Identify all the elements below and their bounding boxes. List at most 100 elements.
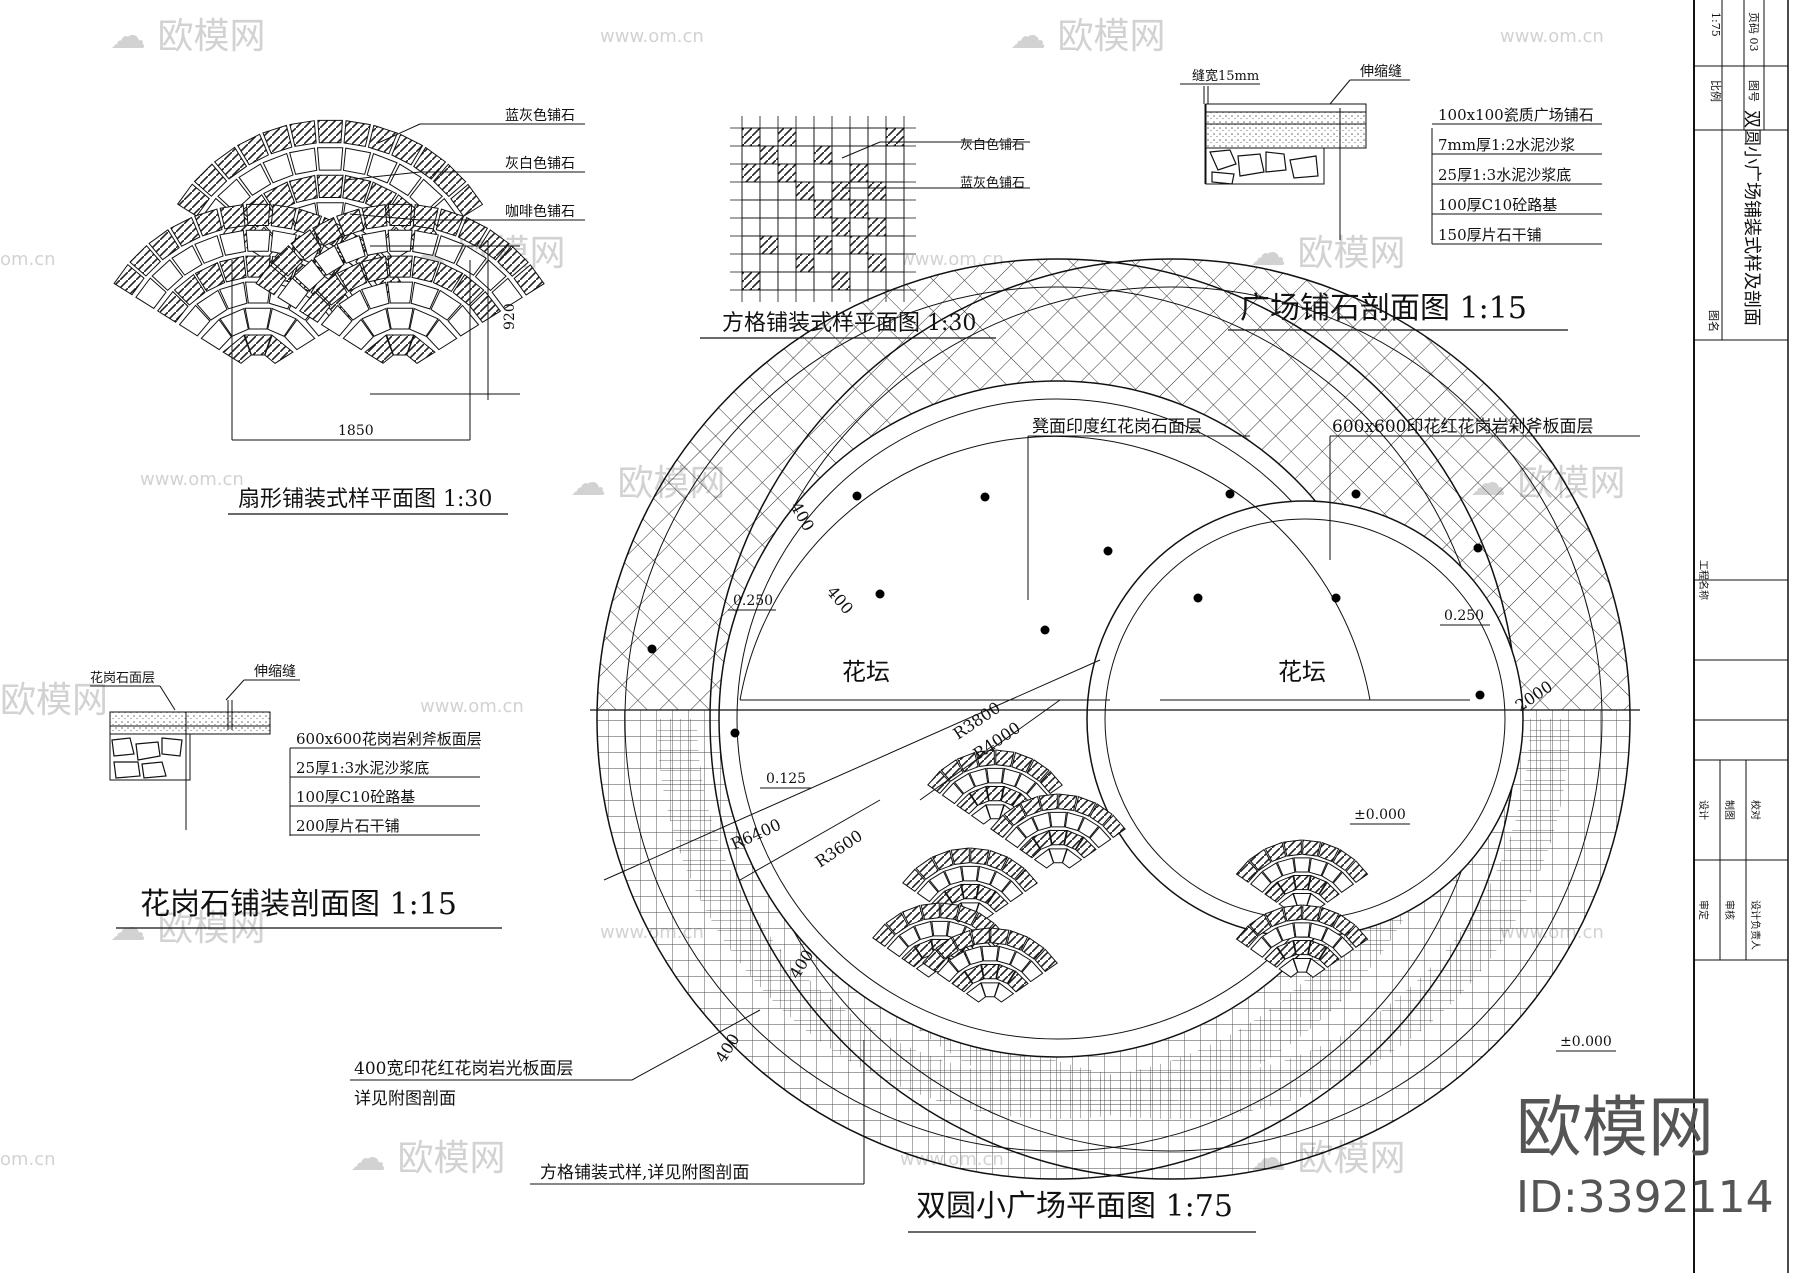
grid-paving-note: 方格铺装式样,详见附图剖面	[540, 1163, 749, 1183]
grid-tile	[777, 181, 797, 201]
grid-tile	[777, 199, 797, 219]
elevation-inner-right: ±0.000	[1354, 807, 1406, 823]
grid-tile	[741, 253, 761, 273]
grid-tile	[885, 235, 905, 255]
grid-tile	[885, 217, 905, 237]
strip-face-note: 详见附图剖面	[354, 1089, 456, 1109]
tb-sheet-label: 图号	[1747, 80, 1760, 102]
bench-face-label: 凳面印度红花岗石面层	[1032, 417, 1202, 437]
bollard-dot	[1193, 593, 1203, 603]
grid-tile	[831, 253, 851, 273]
strip-face-label: 400宽印花红花岗岩光板面层	[354, 1059, 573, 1079]
flower-bed-left-label: 花坛	[842, 658, 890, 686]
fan-label-grey-white: 灰白色铺石	[505, 155, 575, 172]
grid-tile	[777, 145, 797, 165]
granite-layer-2: 100厚C10砼路基	[296, 788, 415, 806]
grid-tile	[831, 163, 851, 183]
grid-tile	[741, 181, 761, 201]
grid-tile	[741, 217, 761, 237]
tb-lead-designer: 设计负责人	[1749, 900, 1762, 950]
grid-tile	[867, 163, 887, 183]
plaza-section-rubble-layer	[1205, 147, 1325, 185]
right-outer-circle	[709, 258, 1631, 1180]
grid-tile	[795, 181, 815, 201]
tb-approver: 审定	[1697, 900, 1710, 920]
bollard-dot	[730, 728, 740, 738]
bollard-dot	[1475, 690, 1485, 700]
fan-dim-height: 920	[502, 303, 518, 330]
grid-tile	[867, 145, 887, 165]
grid-tile	[813, 199, 833, 219]
grid-tile	[741, 235, 761, 255]
grid-tile	[759, 271, 779, 291]
fan-dim-width: 1850	[338, 423, 374, 439]
plaza-layer-0: 100x100瓷质广场铺石	[1438, 106, 1594, 124]
fan-stone-arcs	[113, 119, 545, 364]
grid-tile	[867, 235, 887, 255]
tb-drafter: 制图	[1723, 800, 1736, 820]
bollard-dot	[1331, 593, 1341, 603]
grid-tile	[795, 127, 815, 147]
grid-tile	[813, 217, 833, 237]
grid-tile	[759, 199, 779, 219]
grid-tile	[813, 271, 833, 291]
plaza-section-concrete-layer	[1205, 123, 1367, 149]
granite-section-mortar-layer	[109, 725, 271, 735]
grid-tile	[813, 253, 833, 273]
grid-tile	[813, 163, 833, 183]
grid-tile	[885, 199, 905, 219]
grid-tile	[849, 235, 869, 255]
grid-tile	[885, 181, 905, 201]
fan-plan-title: 扇形铺装式样平面图 1:30	[238, 487, 492, 512]
twin-circle-plaza-plan: 花坛 花坛 0.250 0.250 0.125 ±0.000 ±0.000 R3…	[350, 258, 1640, 1233]
watermark-brand: 欧模网	[1516, 1089, 1714, 1166]
granite-paving-section: 花岗石面层 伸缩缝 600x600花岗岩剁斧板面层25厚1:3水泥沙浆底100厚…	[90, 664, 502, 929]
grid-label-grey-white: 灰白色铺石	[960, 137, 1025, 153]
plaza-section-mortar-layer	[1205, 111, 1367, 125]
granite-layer-0: 600x600花岗岩剁斧板面层	[296, 730, 482, 748]
grid-tile	[849, 217, 869, 237]
bollard-dot	[1351, 489, 1361, 499]
grid-tile	[795, 217, 815, 237]
grid-tile	[813, 235, 833, 255]
tb-designer: 设计	[1697, 800, 1710, 820]
plan-fan-right-top	[1235, 839, 1369, 913]
plaza-paving-section: 缝宽15mm 伸缩缝 100x100瓷质广场铺石7mm厚1:2水泥沙浆25厚1:…	[1180, 64, 1602, 331]
grid-tile	[885, 253, 905, 273]
planter-fan-motifs	[872, 749, 1369, 1003]
svg-text:www.om.cn: www.om.cn	[900, 249, 1004, 270]
grid-tile	[831, 217, 851, 237]
grid-tile	[867, 217, 887, 237]
grid-tile	[831, 181, 851, 201]
granite-section-face-layer	[109, 711, 271, 727]
plan-fan-right-bottom	[1235, 904, 1369, 978]
grid-tile	[885, 163, 905, 183]
elevation-right-ring: 0.250	[1444, 608, 1484, 624]
grid-tile	[777, 127, 797, 147]
tb-project-name: 工程名称	[1697, 560, 1710, 600]
fan-label-blue-grey: 蓝灰色铺石	[505, 107, 575, 124]
watermark-id: ID:3392114	[1516, 1172, 1774, 1223]
plaza-layer-1: 7mm厚1:2水泥沙浆	[1438, 136, 1575, 154]
grid-tile	[741, 127, 761, 147]
plaza-section-layer-labels: 100x100瓷质广场铺石7mm厚1:2水泥沙浆25厚1:3水泥沙浆底100厚C…	[1431, 106, 1602, 245]
grid-tile	[741, 199, 761, 219]
grid-tile	[795, 253, 815, 273]
grid-tile	[795, 235, 815, 255]
granite-face-label: 600x600印花红花岗岩剁斧板面层	[1332, 417, 1593, 437]
grid-tile	[813, 127, 833, 147]
title-block: 比例 1:75 图号 页码 03 图名 双圆小广场铺装式样及剖面 工程名称 设计…	[1693, 0, 1789, 1273]
tb-drawing-name: 双圆小广场铺装式样及剖面	[1741, 110, 1762, 326]
svg-text:om.cn: om.cn	[0, 1149, 56, 1170]
bollard-dot	[875, 589, 885, 599]
granite-section-joint-label: 伸缩缝	[254, 664, 296, 680]
bollard-dots	[647, 489, 1485, 738]
grid-tile	[741, 271, 761, 291]
grid-tile	[759, 145, 779, 165]
grid-label-blue-grey: 蓝灰色铺石	[960, 175, 1025, 191]
grid-tile	[885, 145, 905, 165]
grid-tile	[831, 127, 851, 147]
grid-tile	[777, 217, 797, 237]
grid-paving-plan: 灰白色铺石 蓝灰色铺石 方格铺装式样平面图 1:30	[700, 116, 1030, 339]
